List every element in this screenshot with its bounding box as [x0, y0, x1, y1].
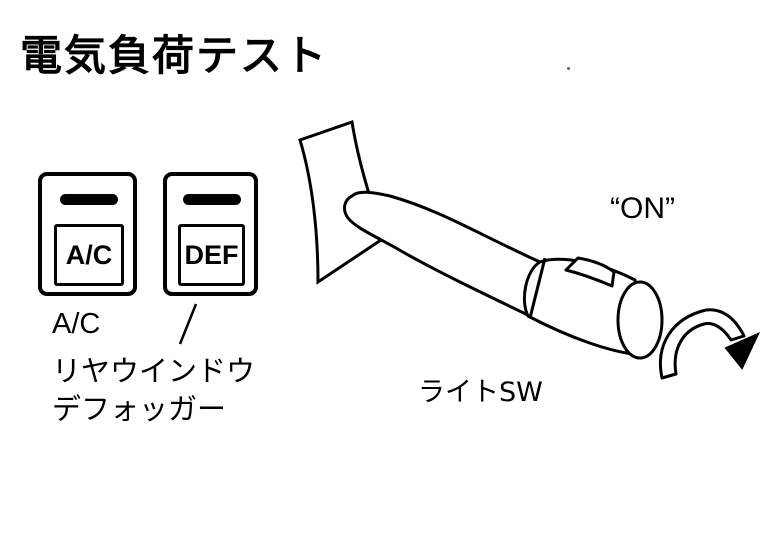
def-button-face: DEF: [178, 224, 245, 286]
ac-button-label: A/C: [65, 239, 113, 270]
rear-defogger-label-line2: デフォッガー: [52, 392, 227, 426]
rotate-arrowhead: [724, 332, 761, 370]
knob-ring: [528, 257, 547, 319]
switch-knob-nub: [564, 256, 616, 288]
ac-label: A/C: [52, 308, 101, 340]
def-leader-line: [178, 303, 198, 345]
def-indicator-lamp: [183, 194, 241, 205]
switch-stalk-shaft: [343, 190, 542, 318]
ac-button[interactable]: A/C: [38, 172, 137, 296]
stray-dot: [567, 67, 570, 70]
def-button-label: DEF: [184, 239, 239, 270]
ac-indicator-lamp: [60, 194, 118, 205]
switch-knob-endcap: [616, 280, 664, 360]
def-button[interactable]: DEF: [163, 172, 258, 296]
light-switch-label: ライトSW: [418, 377, 543, 408]
rear-defogger-label-line1: リヤウインドウ: [52, 354, 256, 388]
steering-column-cover: [298, 119, 386, 285]
rotate-arrow-icon: [659, 308, 746, 380]
ac-button-face: A/C: [54, 224, 124, 286]
on-label: “ON”: [610, 192, 675, 225]
page-title: 電気負荷テスト: [20, 31, 329, 80]
